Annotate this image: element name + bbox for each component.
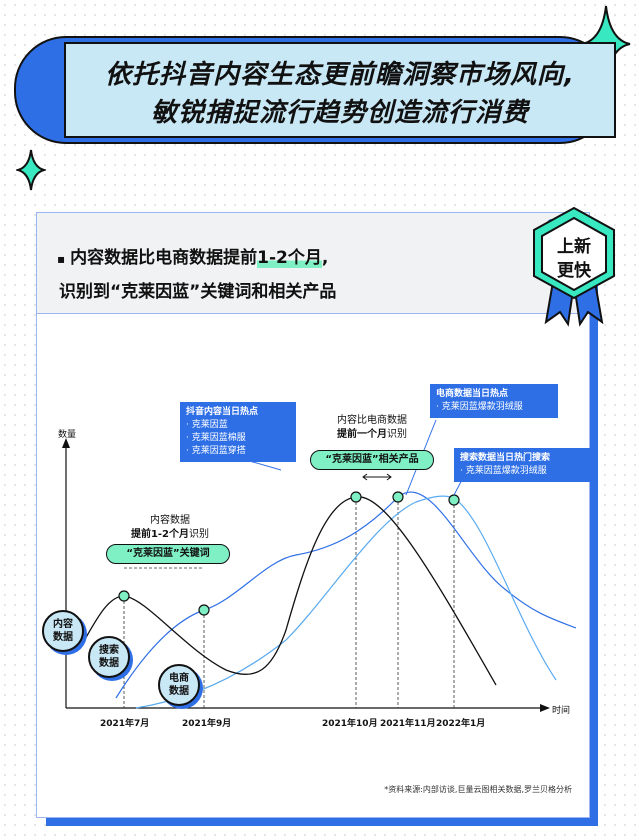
headline-comma: ,	[321, 248, 329, 268]
card-headline-2: 识别到“克莱因蓝”关键词和相关产品	[59, 282, 337, 302]
title-line-2: 敏锐捕捉流行趋势创造流行消费	[150, 98, 529, 128]
sparkle-star-icon	[16, 149, 46, 191]
x-tick-label: 2021年10月	[322, 719, 378, 729]
card-header: ▪ 内容数据比电商数据提前1-2个月, 识别到“克莱因蓝”关键词和相关产品	[37, 213, 589, 314]
bubble-text: 内容	[53, 619, 73, 630]
annotation-text: 识别	[189, 529, 210, 540]
peak-marker	[350, 491, 362, 503]
series-label-search: 搜索数据	[88, 636, 130, 678]
callout-douyin-hot: 抖音内容当日热点 · 克莱因蓝 · 克莱因蓝棉服 · 克莱因蓝穿搭	[180, 402, 296, 462]
callout-title: 抖音内容当日热点	[186, 407, 259, 417]
bullet-icon: ▪	[57, 252, 66, 266]
source-note: *资料来源:内部访谈,巨量云图相关数据,罗兰贝格分析	[384, 785, 572, 794]
product-pill: “克莱因蓝”相关产品	[310, 450, 434, 470]
badge-line-1: 上新	[557, 237, 591, 257]
callout-item: · 克莱因蓝爆款羽绒服	[460, 466, 547, 476]
peak-marker	[118, 590, 130, 602]
main-card: ▪ 内容数据比电商数据提前1-2个月, 识别到“克莱因蓝”关键词和相关产品	[36, 212, 590, 818]
callout-ecommerce-hot: 电商数据当日热点 · 克莱因蓝爆款羽绒服	[430, 384, 558, 418]
badge-icon	[533, 206, 615, 327]
y-axis-label: 数量	[58, 430, 77, 440]
double-arrow-icon	[362, 473, 392, 481]
peak-marker	[448, 494, 460, 506]
annotation-right: 内容比电商数据 提前一个月识别	[322, 414, 422, 442]
series-label-ecommerce: 电商数据	[158, 664, 200, 706]
badge-hexagon: 上新 更快	[526, 204, 622, 332]
headline-text: 内容数据比电商数据提前	[70, 248, 258, 268]
peak-marker	[392, 491, 404, 503]
x-axis-label: 时间	[552, 706, 571, 716]
callout-title: 电商数据当日热点	[436, 389, 509, 399]
bubble-text: 数据	[99, 658, 119, 669]
headline-highlight: 1-2个月	[257, 248, 322, 268]
annotation-left: 内容数据 提前1-2个月识别	[110, 514, 230, 542]
title-banner: 依托抖音内容生态更前瞻洞察市场风向, 敏锐捕捉流行趋势创造流行消费	[64, 42, 616, 138]
peak-markers	[118, 491, 460, 616]
x-tick-label: 2021年11月	[380, 719, 436, 729]
callout-search-hot: 搜索数据当日热门搜索 · 克莱因蓝爆款羽绒服	[454, 448, 590, 482]
bubble-text: 电商	[169, 673, 189, 684]
bubble-text: 搜索	[99, 645, 119, 656]
bubble-text: 数据	[169, 686, 189, 697]
callout-item: · 克莱因蓝爆款羽绒服	[436, 402, 523, 412]
x-axis-arrow-icon	[540, 704, 550, 712]
x-tick-label: 2021年7月	[100, 719, 150, 729]
card-headline-1: ▪ 内容数据比电商数据提前1-2个月,	[57, 243, 328, 268]
callout-item: · 克莱因蓝穿搭	[186, 446, 246, 456]
annotation-bold: 提前一个月	[337, 429, 387, 440]
keyword-pill: “克莱因蓝”关键词	[106, 544, 230, 564]
series-search-line	[115, 491, 577, 699]
series-label-content: 内容数据	[42, 610, 84, 652]
callout-item: · 克莱因蓝棉服	[186, 433, 246, 443]
x-tick-label: 2022年1月	[436, 719, 486, 729]
title-line-1: 依托抖音内容生态更前瞻洞察市场风向,	[105, 60, 575, 90]
annotation-text: 内容比电商数据	[337, 415, 407, 426]
annotation-bold: 提前1-2个月	[130, 529, 190, 540]
callout-title: 搜索数据当日热门搜索	[460, 453, 551, 463]
callout-item: · 克莱因蓝	[186, 420, 228, 430]
x-tick-label: 2021年9月	[182, 719, 232, 729]
bubble-text: 数据	[53, 632, 73, 643]
annotation-text: 内容数据	[150, 515, 190, 526]
badge-line-2: 更快	[557, 261, 591, 281]
y-axis-arrow-icon	[62, 438, 70, 448]
peak-marker	[198, 604, 210, 616]
annotation-text: 识别	[387, 429, 407, 440]
